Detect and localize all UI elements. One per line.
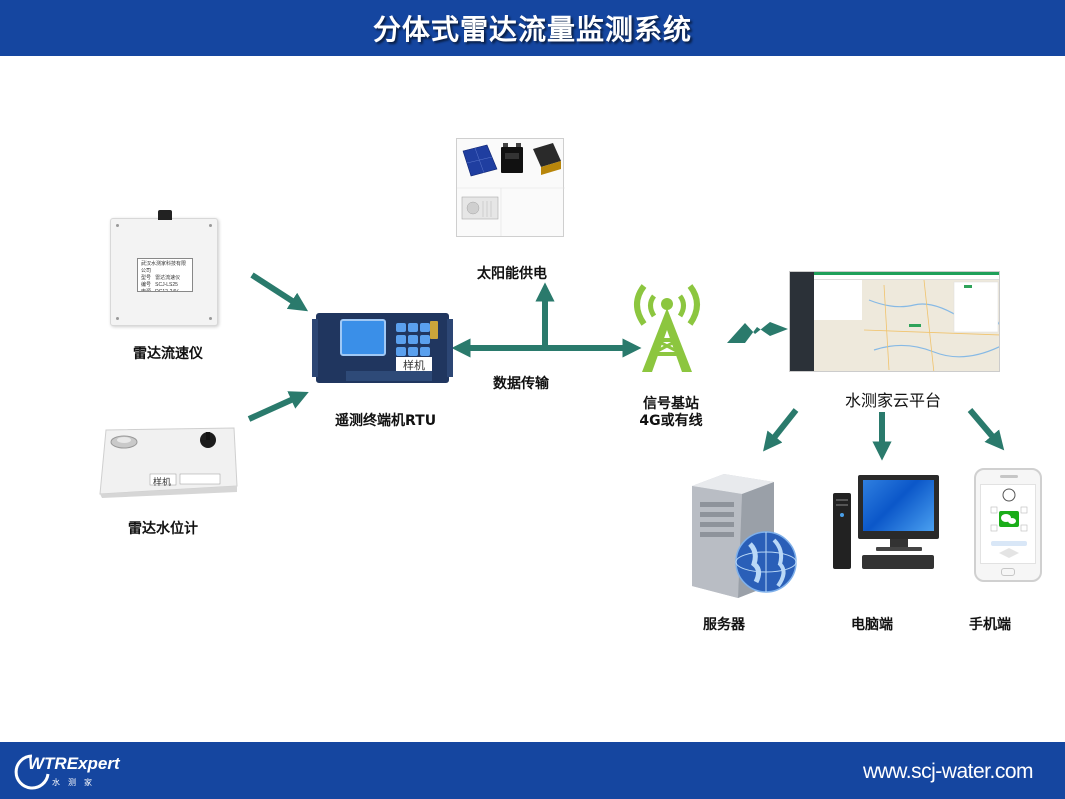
- arrow-cloud-to-server: [763, 408, 799, 452]
- website-url[interactable]: www.scj-water.com: [862, 760, 1034, 783]
- connector-icon: [158, 210, 172, 220]
- page-title: 分体式雷达流量监测系统: [372, 13, 692, 46]
- nameplate-company: 武汉水测家科技有限公司: [141, 261, 187, 274]
- logo-subtext: 水测家: [52, 778, 100, 787]
- keyboard-icon: [862, 555, 934, 569]
- arrow-flowmeter-to-rtu: [250, 272, 309, 312]
- radar-flow-meter-image: 武汉水测家科技有限公司 型号 雷达流速仪 编号 SCJ-LS25 电源 DC12…: [110, 210, 218, 326]
- solar-power-image: [456, 138, 565, 237]
- radar-flow-meter-label: 雷达流速仪: [133, 346, 203, 362]
- pc-tower-icon: [833, 493, 851, 569]
- cloud-platform-label: 水测家云平台: [845, 391, 942, 410]
- signal-tower-icon: [634, 284, 700, 372]
- radar-level-meter-image: 样机: [96, 424, 238, 498]
- connection-arrows: [247, 272, 1005, 461]
- phone-icon: [974, 468, 1042, 582]
- rtu-screen: [340, 319, 386, 356]
- base-station-label: 信号基站 4G或有线: [630, 396, 712, 430]
- phone-label: 手机端: [969, 617, 1011, 633]
- rtu-plate-text: 样机: [396, 357, 432, 372]
- cloud-platform-screenshot: [789, 271, 1000, 372]
- rtu-device-image: 样机: [312, 313, 453, 383]
- computer-label: 电脑端: [851, 617, 893, 633]
- data-transfer-label: 数据传输: [493, 376, 549, 392]
- logo-text: WTRExpert: [28, 754, 120, 773]
- footer-bar: WTRExpert 水测家 www.scj-water.com: [0, 742, 1065, 799]
- radar-level-meter-label: 雷达水位计: [128, 521, 198, 537]
- server-icon: [692, 474, 797, 598]
- header-bar: 分体式雷达流量监测系统: [0, 0, 1065, 56]
- rtu-label: 遥测终端机RTU: [335, 413, 437, 429]
- wtrexpert-logo: WTRExpert 水测家: [14, 750, 124, 794]
- arrow-cloud-to-phone: [967, 408, 1005, 451]
- level-meter-plate-text: 样机: [153, 477, 172, 487]
- flow-meter-nameplate: 武汉水测家科技有限公司 型号 雷达流速仪 编号 SCJ-LS25 电源 DC12…: [137, 258, 193, 292]
- base-station-label-line2: 4G或有线: [639, 413, 703, 429]
- monitor-icon: [858, 475, 939, 539]
- base-station-label-line1: 信号基站: [643, 396, 699, 412]
- server-label: 服务器: [703, 617, 745, 633]
- solar-power-label: 太阳能供电: [477, 266, 547, 282]
- arrow-levelmeter-to-rtu: [247, 391, 309, 422]
- wireless-signal-icon: [727, 322, 788, 343]
